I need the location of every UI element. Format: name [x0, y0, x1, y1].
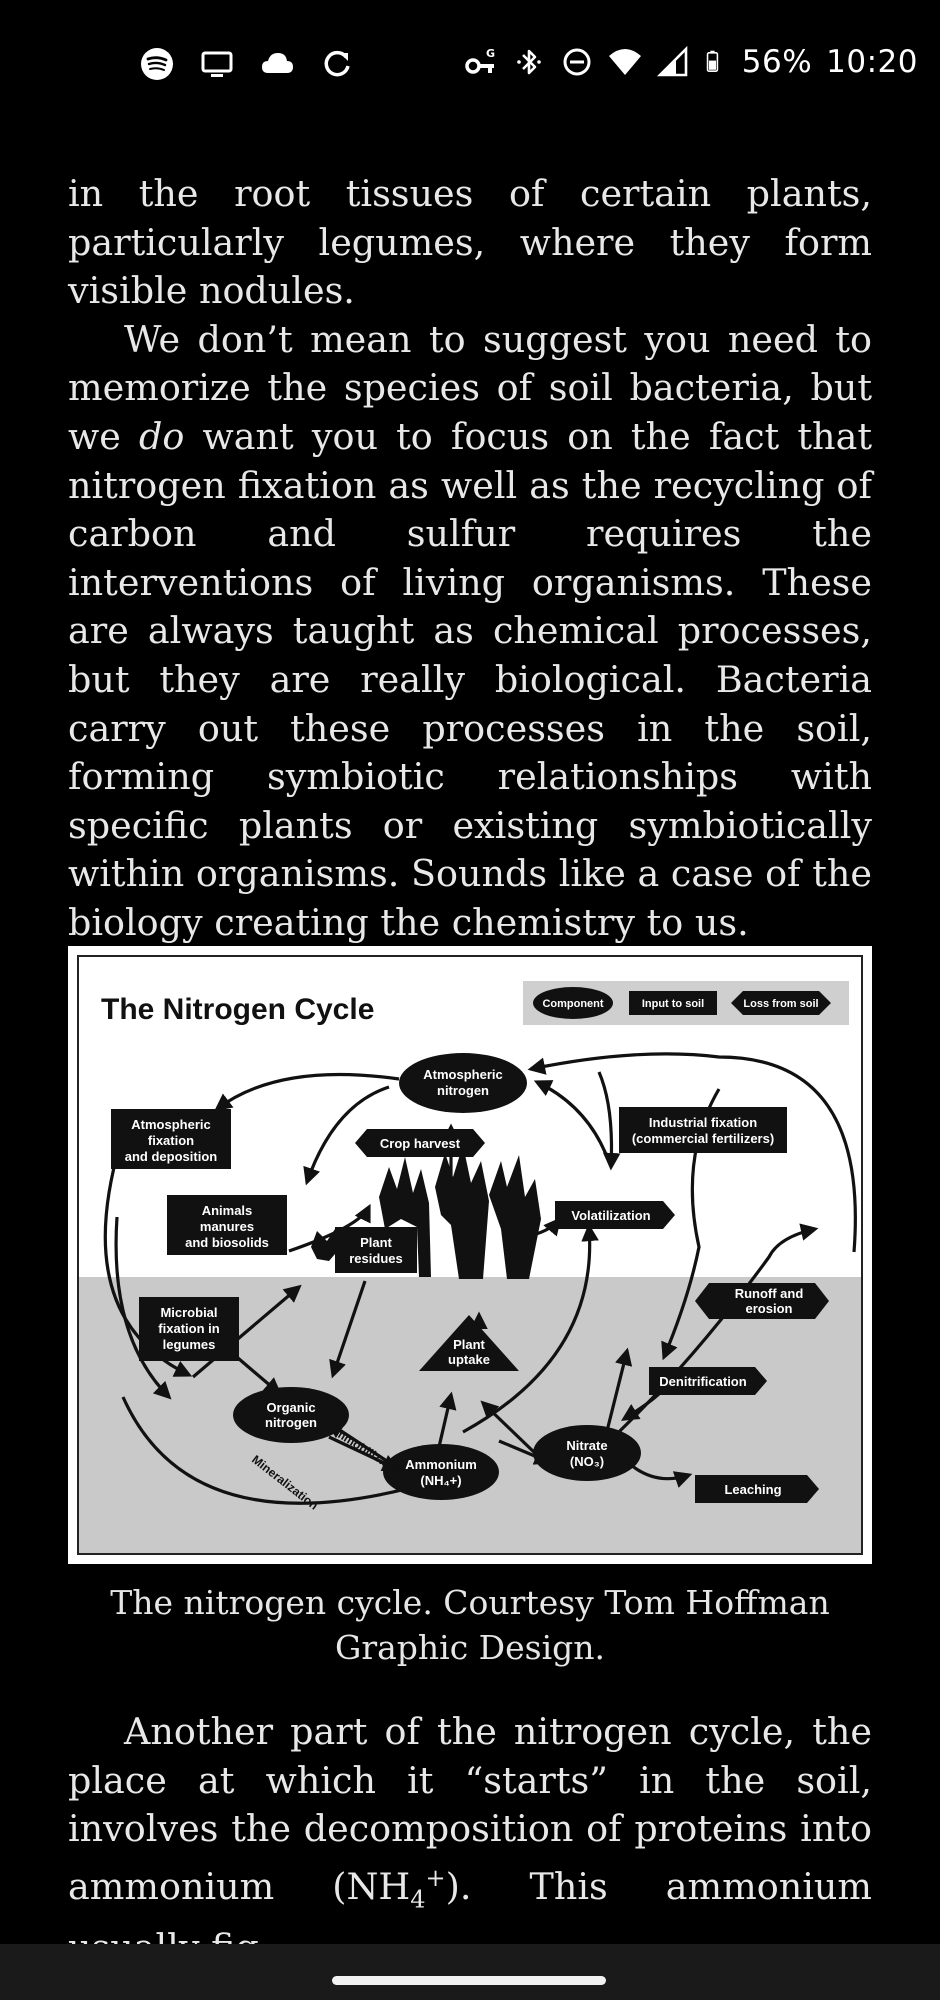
paragraph-3: Another part of the nitrogen cycle, the …	[68, 1708, 872, 1972]
svg-text:manures: manures	[200, 1219, 254, 1234]
svg-text:Organic: Organic	[266, 1400, 315, 1415]
node-plant-residues: Plant residues	[335, 1227, 417, 1273]
home-gesture-handle[interactable]	[332, 1976, 606, 1985]
svg-text:(commercial fertilizers): (commercial fertilizers)	[632, 1131, 774, 1146]
bluetooth-icon	[516, 49, 541, 75]
node-ammonium: Ammonium (NH₄+)	[383, 1444, 499, 1500]
legend: Component Input to soil Loss from soil	[523, 981, 849, 1025]
svg-text:Runoff and: Runoff and	[735, 1286, 804, 1301]
svg-text:G: G	[486, 47, 495, 60]
svg-text:uptake: uptake	[448, 1352, 490, 1367]
plants-illustration	[311, 1145, 541, 1279]
nitrogen-cycle-diagram: The Nitrogen Cycle Component Input to so…	[79, 981, 861, 1553]
navigation-bar	[0, 1944, 940, 2000]
svg-text:(NO₃): (NO₃)	[570, 1454, 604, 1469]
svg-text:Plant: Plant	[453, 1337, 485, 1352]
node-atmospheric-fixation: Atmospheric fixation and deposition	[111, 1109, 231, 1169]
node-nitrate: Nitrate (NO₃)	[533, 1425, 641, 1481]
paragraph-3-start: Another part of the nitrogen cycle, the …	[68, 1710, 872, 1908]
notification-icons	[140, 42, 354, 86]
nitrogen-cycle-figure: The Nitrogen Cycle Component Input to so…	[68, 946, 872, 1564]
status-bar: G 56% 10:20	[0, 0, 940, 126]
node-animals-manures: Animals manures and biosolids	[167, 1195, 287, 1255]
svg-text:Plant: Plant	[360, 1235, 392, 1250]
svg-text:erosion: erosion	[746, 1301, 793, 1316]
svg-text:Animals: Animals	[202, 1203, 253, 1218]
spotify-icon	[141, 48, 173, 80]
svg-text:Denitrification: Denitrification	[659, 1374, 746, 1389]
svg-text:nitrogen: nitrogen	[437, 1083, 489, 1098]
book-text-bottom: Another part of the nitrogen cycle, the …	[68, 1708, 872, 1972]
figure-caption: The nitrogen cycle. Courtesy Tom Hoffman…	[110, 1583, 830, 1667]
node-atmospheric-nitrogen: Atmospheric nitrogen	[399, 1053, 527, 1113]
svg-text:fixation: fixation	[148, 1133, 194, 1148]
do-not-disturb-icon	[563, 48, 591, 76]
paragraph-2-start: We don’t mean to suggest you need to mem…	[68, 317, 872, 458]
svg-text:Leaching: Leaching	[724, 1482, 781, 1497]
cloud-icon	[262, 53, 293, 73]
paragraph-2: We don’t mean to suggest you need to mem…	[68, 316, 872, 948]
paragraph-1: in the root tissues of certain plants, p…	[68, 172, 872, 313]
svg-text:Microbial: Microbial	[160, 1305, 217, 1320]
cellular-signal-icon	[656, 45, 688, 77]
node-crop-harvest: Crop harvest	[355, 1129, 485, 1157]
svg-text:Volatilization: Volatilization	[571, 1208, 650, 1223]
figure-title: The Nitrogen Cycle	[101, 993, 374, 1026]
node-volatilization: Volatilization	[555, 1201, 675, 1229]
superscript-plus: +	[425, 1863, 446, 1892]
node-denitrification: Denitrification	[649, 1367, 767, 1395]
svg-text:residues: residues	[349, 1251, 402, 1266]
clock: 10:20	[826, 44, 918, 80]
legend-input: Input to soil	[642, 998, 704, 1010]
svg-text:legumes: legumes	[163, 1337, 216, 1352]
svg-text:Industrial fixation: Industrial fixation	[649, 1115, 757, 1130]
svg-text:Nitrate: Nitrate	[566, 1438, 607, 1453]
svg-text:and deposition: and deposition	[125, 1149, 218, 1164]
svg-text:fixation in: fixation in	[158, 1321, 219, 1336]
paragraph-2-rest: want you to focus on the fact that nitro…	[68, 414, 872, 944]
svg-text:(NH₄+): (NH₄+)	[420, 1473, 461, 1488]
figure-frame: The Nitrogen Cycle Component Input to so…	[77, 955, 863, 1555]
book-text-top: in the root tissues of certain plants, p…	[68, 170, 872, 948]
svg-text:nitrogen: nitrogen	[265, 1415, 317, 1430]
node-leaching: Leaching	[695, 1475, 819, 1503]
node-microbial-fixation: Microbial fixation in legumes	[139, 1297, 239, 1361]
system-icons: G 56% 10:20	[464, 40, 918, 84]
svg-text:and biosolids: and biosolids	[185, 1235, 269, 1250]
svg-text:Atmospheric: Atmospheric	[423, 1067, 502, 1082]
legend-component: Component	[542, 998, 603, 1010]
battery-percent: 56%	[741, 44, 813, 80]
wifi-icon	[608, 49, 641, 75]
svg-text:Ammonium: Ammonium	[405, 1457, 477, 1472]
node-runoff-erosion: Runoff and erosion	[695, 1283, 829, 1319]
cast-screen-icon	[201, 51, 233, 77]
legend-loss: Loss from soil	[743, 998, 818, 1010]
sync-icon	[324, 50, 350, 77]
subscript-4: 4	[410, 1885, 426, 1914]
node-industrial-fixation: Industrial fixation (commercial fertiliz…	[619, 1107, 787, 1153]
svg-text:Atmospheric: Atmospheric	[131, 1117, 210, 1132]
node-plant-uptake: Plant uptake	[419, 1315, 519, 1371]
paragraph-2-emphasis: do	[139, 414, 185, 458]
svg-text:Crop harvest: Crop harvest	[380, 1136, 461, 1151]
vpn-key-icon: G	[465, 47, 495, 74]
node-organic-nitrogen: Organic nitrogen	[233, 1387, 349, 1443]
battery-icon	[706, 50, 718, 72]
